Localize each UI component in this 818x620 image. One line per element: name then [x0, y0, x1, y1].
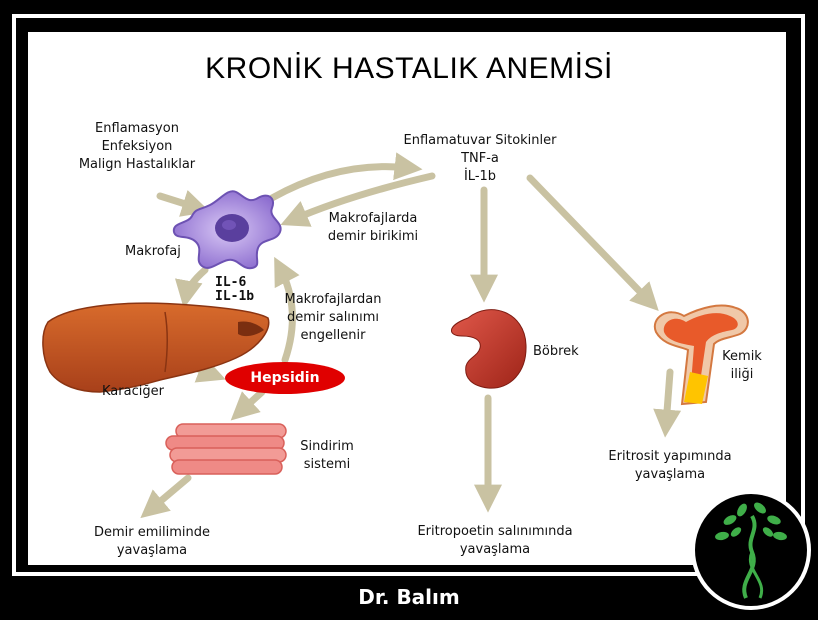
arrow-causes-to-macrophage — [156, 190, 211, 217]
liver-label: Karaciğer — [102, 384, 164, 399]
macrophage-label: Makrofaj — [125, 244, 181, 259]
arrow-intestine-to-absorption — [140, 474, 192, 519]
arrow-cytokines-to-macrophage — [280, 172, 436, 227]
tree-dna-logo-icon — [691, 490, 811, 610]
arrow-macrophage-to-liver — [174, 266, 209, 309]
intestine-icon — [165, 423, 287, 475]
macrophage-cell-icon — [172, 190, 282, 270]
kidney-icon — [451, 309, 527, 389]
bone-marrow-icon — [653, 304, 749, 406]
arrow-hepcidin-to-macrophage — [274, 256, 300, 364]
kidney-label: Böbrek — [533, 344, 579, 359]
page-title: KRONİK HASTALIK ANEMİSİ — [205, 52, 613, 85]
author-footer: Dr. Balım — [358, 585, 460, 609]
arrow-hepcidin-to-intestine — [230, 388, 266, 421]
arrows — [140, 152, 682, 519]
liver-icon — [42, 302, 270, 393]
hepcidin-shape — [225, 362, 345, 394]
arrow-marrow-to-erythro — [653, 368, 682, 438]
arrow-cytokines-to-marrow — [526, 174, 659, 312]
diagram-panel — [28, 32, 786, 565]
arrow-macrophage-to-cytokines — [268, 152, 423, 202]
hepcidin-label: Hepsidin — [250, 370, 320, 386]
